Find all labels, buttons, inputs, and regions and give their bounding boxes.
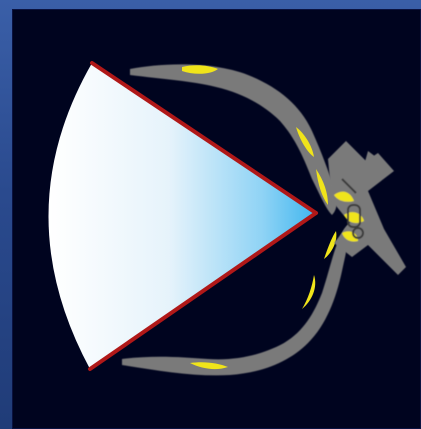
illustration-panel [12, 9, 421, 429]
light-cone-illustration [12, 9, 421, 429]
lower-yellow-segment-2 [302, 275, 315, 309]
